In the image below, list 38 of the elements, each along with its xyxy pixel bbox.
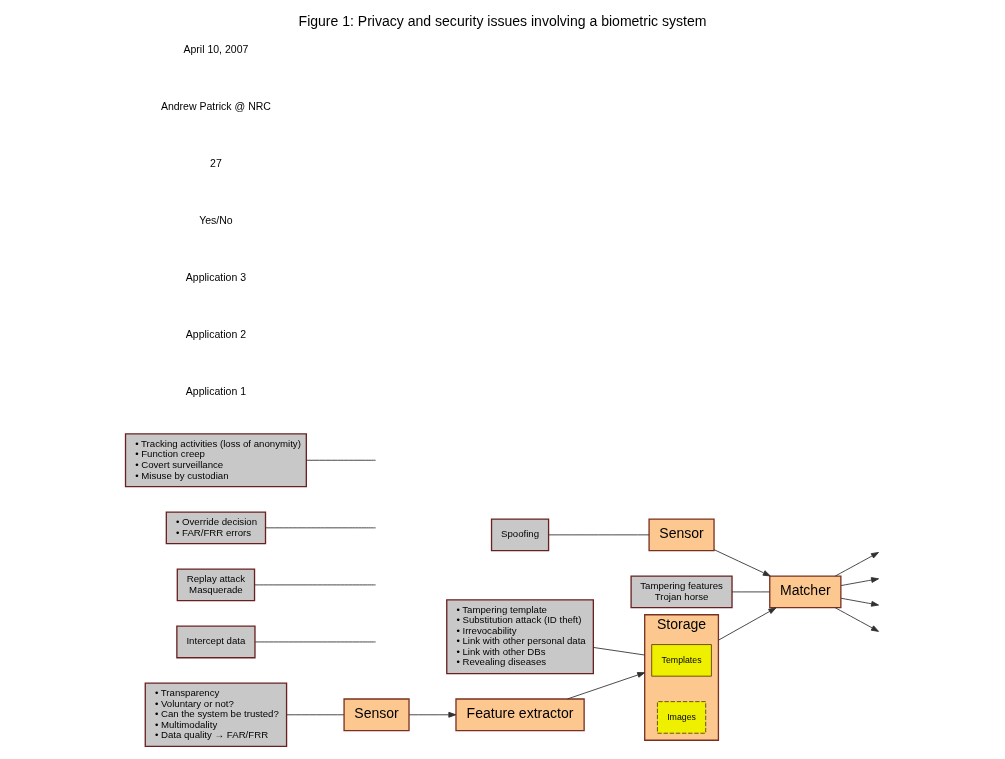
node-box: • Tampering template • Substitution attack (ID theft) • Irrevocability • Link with other personal data • Link with other DBs • Revealing diseases [446, 599, 594, 675]
node-box: Sensor [343, 698, 410, 732]
arrow [713, 549, 771, 577]
connector [265, 527, 377, 529]
node-box: Feature extractor [455, 698, 585, 732]
label: Application 1 [185, 385, 247, 398]
node-box: Replay attack Masquerade [176, 568, 256, 602]
arrow [717, 607, 777, 641]
node-box: Templates [651, 644, 712, 677]
node-box: • Tracking activities (loss of anonymity) • Function creep • Covert surveillance • Misuse by custodian [124, 433, 307, 488]
label: April 10, 2007 [183, 43, 249, 56]
connector [548, 534, 650, 536]
label: Application 2 [185, 328, 247, 341]
connector [254, 641, 377, 643]
arrow [567, 672, 646, 700]
node-box: Intercept data [176, 625, 256, 659]
arrow [840, 577, 879, 586]
label: Application 3 [185, 271, 247, 284]
arrow [408, 711, 457, 718]
node-box: Spoofing [490, 518, 550, 552]
node-box: Tampering features Trojan horse [630, 575, 733, 609]
diagram-title: Figure 1: Privacy and security issues involving a biometric system [298, 13, 707, 30]
node-box: Images [656, 701, 707, 734]
connector [286, 714, 345, 716]
node-box: • Transparency • Voluntary or not? • Can the system be trusted? • Multimodality • Data quality → FAR/FRR [144, 682, 288, 748]
connector [306, 459, 376, 461]
label: 27 [210, 157, 222, 170]
label: Andrew Patrick @ NRC [160, 100, 271, 113]
arrow [834, 552, 879, 577]
node-box: Matcher [769, 575, 842, 609]
connector [731, 591, 770, 593]
node-box: Sensor [648, 518, 715, 552]
connector [593, 647, 646, 656]
label: Yes/No [199, 214, 233, 227]
connector [254, 584, 377, 586]
node-box: • Override decision • FAR/FRR errors [165, 511, 267, 545]
arrow [834, 607, 879, 632]
arrow [840, 597, 879, 607]
